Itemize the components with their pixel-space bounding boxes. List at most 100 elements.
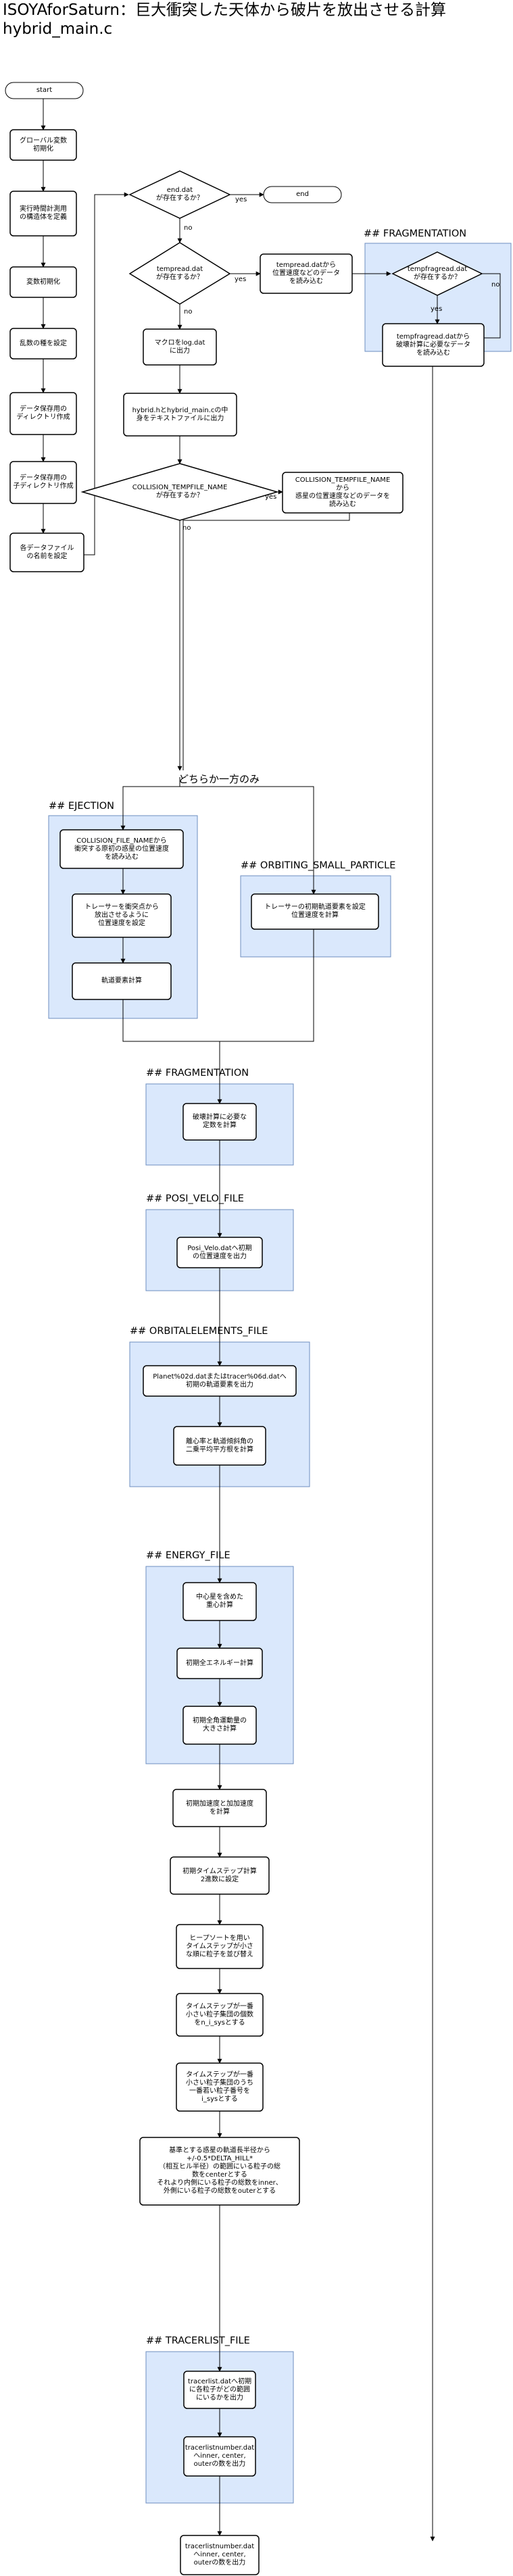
- box-data-dir: [9, 392, 77, 435]
- box-orbel-rms: [173, 1426, 266, 1466]
- box-i-sys-num: [176, 2062, 264, 2112]
- box-tempfragread-load: [382, 323, 485, 367]
- box-hybrid-text: [123, 393, 237, 437]
- label-inner-outer: 基準とする惑星の軌道長半径から +/-0.5*DELTA_HILL* （相互ヒル…: [157, 2147, 283, 2195]
- edge-no-tempread: no: [184, 308, 193, 316]
- label-heapsort: ヒープソートを用い タイムステップが小さ な順に粒子を並び替え: [186, 1934, 253, 1958]
- edge-yes-collision: yes: [265, 493, 277, 501]
- diamond-tempread: [128, 242, 231, 305]
- label-data-dir: データ保存用の ディレクトリ作成: [16, 405, 70, 421]
- end-terminal: [263, 186, 342, 203]
- box-global-init: [9, 129, 77, 161]
- group-title-fragmentation: ## FRAGMENTATION: [146, 1068, 249, 1079]
- start-terminal: [5, 82, 84, 99]
- box-posi-out: [176, 1237, 263, 1268]
- label-en-center: 中心星を含めた 重心計算: [196, 1593, 243, 1609]
- label-tl-which: tracerlist.datへ初期 に各粒子がどの範囲 にいるかを出力: [187, 2377, 252, 2402]
- edge-no-end: no: [184, 224, 193, 232]
- decisions: [80, 170, 483, 521]
- label-tempread-load: tempread.datから 位置速度などのデータ を読み込む: [272, 262, 340, 285]
- group-title-fragmentation-top: ## FRAGMENTATION: [364, 228, 467, 239]
- box-timestep: [170, 1856, 270, 1895]
- label-accel: 初期加速度と加加速度 を計算: [186, 1800, 253, 1816]
- label-ej-read: COLLISION_FILE_NAMEから 衝突する原初の惑星の位置速度 を読み…: [74, 837, 169, 861]
- label-file-names: 各データファイル の名前を設定: [20, 544, 74, 560]
- label-tl-final: tracerlistnumber.dat へinner, center, out…: [185, 2543, 255, 2567]
- box-exec-time-struct: [9, 191, 77, 237]
- label-collision-q: COLLISION_TEMPFILE_NAME が存在するか？: [132, 484, 228, 499]
- label-tempfragread-q: tempfragread.dat が存在するか？: [407, 266, 468, 281]
- page-title: ISOYAforSaturn：巨大衝突した天体から破片を放出させる計算: [3, 1, 446, 19]
- label-orbel-out: Planet%02d.datまたはtracer%06d.datへ 初期の軌道要素…: [153, 1372, 287, 1389]
- box-i-sys: [176, 1993, 264, 2037]
- label-frag-const: 破壊計算に必要な 定数を計算: [193, 1114, 247, 1129]
- label-tempfragread-load: tempfragread.datから 破壊計算に必要なデータ を読み込む: [396, 332, 470, 357]
- connectors: [41, 99, 501, 2542]
- group-title-posi-velo: ## POSI_VELO_FILE: [146, 1193, 244, 1204]
- label-ej-orbit: 軌道要素計算: [101, 977, 142, 985]
- label-en-angmom: 初期全角運動量の 大きさ計算: [193, 1717, 247, 1733]
- edge-no-collision: no: [182, 524, 191, 532]
- box-heapsort: [176, 1924, 264, 1969]
- group-title-orbitalelements: ## ORBITALELEMENTS_FILE: [130, 1326, 268, 1337]
- box-data-subdir: [9, 461, 77, 504]
- box-tl-number: [183, 2436, 256, 2477]
- box-frag-const: [182, 1103, 257, 1141]
- group-title-tracerlist: ## TRACERLIST_FILE: [146, 2335, 250, 2346]
- box-rand-seed: [9, 328, 77, 360]
- group-title-energy: ## ENERGY_FILE: [146, 1550, 230, 1561]
- label-var-init: 変数初期化: [26, 278, 60, 286]
- label-data-subdir: データ保存用の 子ディレクトリ作成: [13, 474, 74, 490]
- box-orb-set: [251, 893, 379, 930]
- page-subtitle: hybrid_main.c: [3, 20, 113, 38]
- edge-yes-tempread: yes: [235, 276, 247, 283]
- label-timestep: 初期タイムステップ計算 2進数に設定: [182, 1867, 257, 1883]
- box-accel: [172, 1789, 267, 1827]
- label-global-init: グローバル変数 初期化: [20, 137, 67, 153]
- label-end-dat-q: end.dat が存在するか？: [156, 187, 203, 202]
- diamond-collision: [80, 463, 279, 521]
- box-tl-final: [180, 2535, 260, 2575]
- box-ej-orbit: [72, 962, 172, 1000]
- label-ej-tracer: トレーサーを衝突点から 放出させるように 位置速度を設定: [84, 903, 159, 927]
- terminals: [5, 82, 342, 203]
- label-orb-set: トレーサーの初期軌道要素を設定 位置速度を計算: [264, 903, 366, 919]
- label-tempread-q: tempread.dat が存在するか？: [156, 266, 203, 281]
- label-i-sys: タイムステップが一番 小さい粒子集団の個数 をn_i_sysとする: [186, 2002, 253, 2027]
- label-hybrid-text: hybrid.hとhybrid_main.cの中 身をテキストファイルに出力: [132, 406, 228, 422]
- label-i-sys-num: タイムステップが一番 小さい粒子集団のうち 一番若い粒子番号を i_sysとする: [186, 2071, 253, 2103]
- start-label: start: [36, 86, 53, 94]
- box-tl-which: [183, 2371, 256, 2409]
- box-tempread-load: [260, 253, 353, 294]
- box-en-angmom: [182, 1706, 257, 1745]
- label-rand-seed: 乱数の種を設定: [20, 339, 67, 347]
- edge-yes-tempfragread: yes: [431, 305, 443, 313]
- label-orbel-rms: 離心率と軌道傾斜角の 二乗平均平方根を計算: [186, 1437, 253, 1454]
- box-macro-log: [143, 328, 217, 366]
- box-en-center: [182, 1582, 257, 1621]
- merge-label: どちらか一方のみ: [178, 773, 260, 785]
- box-collision-load: [282, 472, 404, 514]
- label-exec-time-struct: 実行時間計測用 の構造体を定義: [20, 205, 67, 221]
- box-file-names: [9, 532, 84, 572]
- label-macro-log: マクロをlog.dat に出力: [154, 339, 205, 355]
- box-en-total: [176, 1648, 263, 1679]
- box-var-init: [9, 266, 77, 298]
- box-ej-read: [59, 829, 184, 869]
- box-inner-outer: [139, 2137, 300, 2206]
- diamond-end-dat: [128, 170, 231, 219]
- label-tl-number: tracerlistnumber.dat へinner, center, out…: [185, 2444, 255, 2468]
- edge-yes-end: yes: [235, 196, 247, 203]
- end-label: end: [296, 191, 309, 198]
- diamond-tempfragread: [391, 251, 483, 296]
- label-en-total: 初期全エネルギー計算: [186, 1659, 253, 1667]
- box-orbel-out: [143, 1365, 297, 1397]
- box-ej-tracer: [72, 893, 172, 938]
- label-posi-out: Posi_Velo.datへ初期 の位置速度を出力: [187, 1244, 252, 1260]
- group-title-orbiting: ## ORBITING_SMALL_PARTICLE: [241, 860, 396, 871]
- group-title-ejection: ## EJECTION: [49, 801, 115, 812]
- process-boxes: [9, 129, 485, 2575]
- label-collision-load: COLLISION_TEMPFILE_NAME から 惑星の位置速度などのデータ…: [295, 476, 391, 508]
- edge-no-tempfragread: no: [491, 281, 500, 289]
